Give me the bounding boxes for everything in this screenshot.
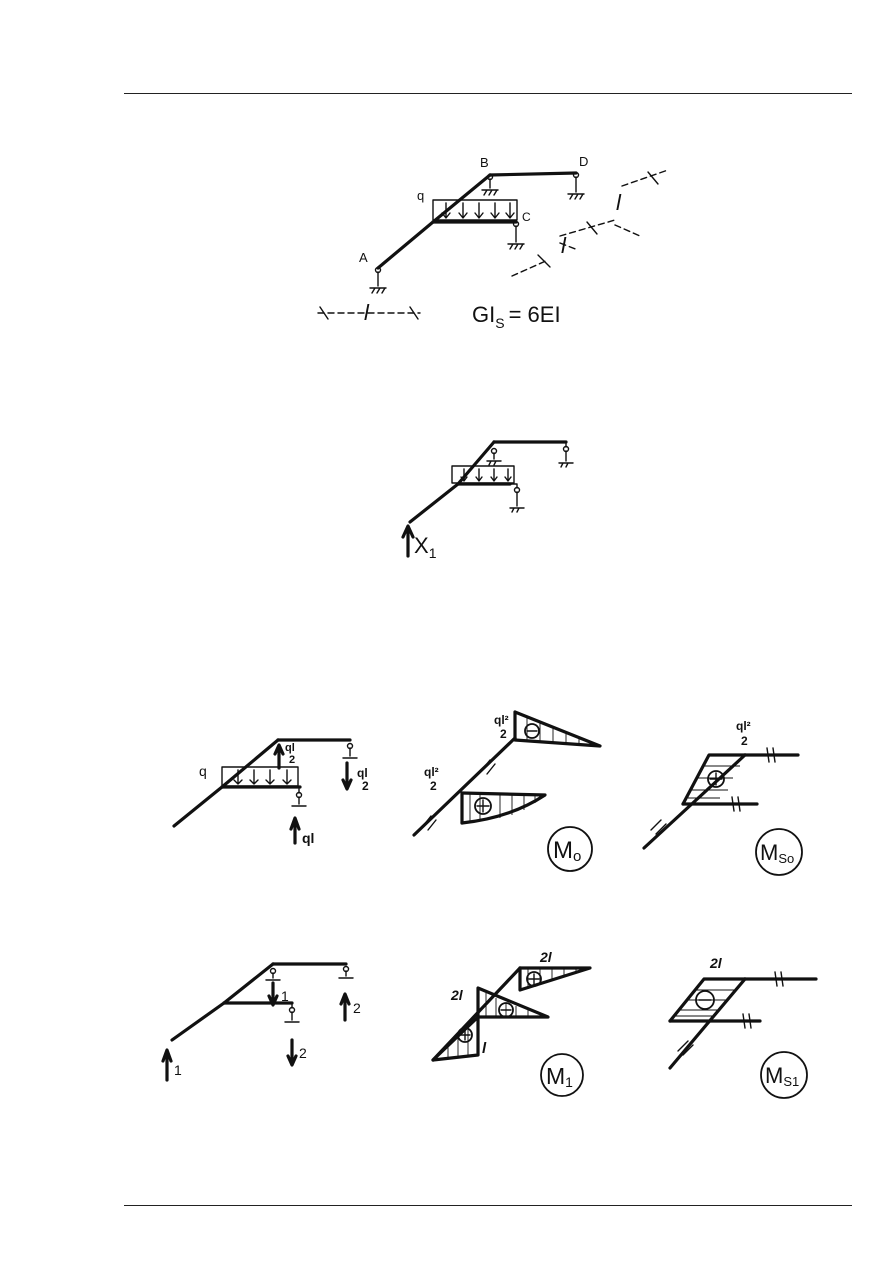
m1-left-value: 2l [450, 987, 464, 1003]
r4-force-1-left-label: 1 [174, 1062, 182, 1078]
stiffness-label: GIS= 6EI [472, 302, 561, 331]
label-b: B [480, 155, 489, 170]
m1-title-circle [540, 1053, 584, 1097]
r3-load-box [221, 766, 299, 787]
mso-shape [681, 753, 747, 806]
r3-reaction-top-den: 2 [289, 754, 295, 766]
label-a: A [359, 250, 368, 265]
mo-top-value-num: ql² [494, 713, 509, 727]
r3-load-arrows [233, 769, 292, 785]
mo-left-value-num: ql² [424, 765, 439, 779]
m1-title: M1 [546, 1063, 573, 1090]
mo-sign-plus [474, 797, 492, 815]
distributed-load-box [432, 199, 518, 221]
support-d [567, 171, 585, 200]
support-c [507, 220, 525, 250]
m1-plus-bottom-bars [459, 1029, 471, 1041]
mso-sign-plus [707, 770, 725, 788]
fig2-load-arrows [460, 468, 512, 482]
member-a-to-corner [376, 220, 435, 270]
mso-title-circle [755, 828, 803, 876]
r3-supports [291, 742, 358, 807]
m1-sign-plus-top [526, 971, 542, 987]
m1-bottom-value: l [482, 1040, 487, 1057]
footer-rule [124, 1205, 852, 1206]
mso-ticks [650, 747, 776, 835]
r3-reaction-bottom [289, 816, 301, 845]
m1-sign-plus-bottom [457, 1027, 473, 1043]
ms1-title: MS1 [765, 1063, 799, 1089]
r3-reaction-right [341, 761, 353, 791]
m1-sign-minus [498, 1002, 514, 1018]
r3-reaction-right-num: ql [357, 766, 368, 780]
dimension-lines [317, 169, 669, 320]
r3-reaction-right-den: 2 [362, 779, 369, 793]
mso-title: MSo [760, 840, 794, 866]
r3-member-diag-low [172, 785, 224, 828]
fig2-member-diag-low [408, 482, 460, 524]
r4-force-2-mid-label: 2 [299, 1045, 307, 1061]
mo-top-hatch [526, 717, 591, 746]
dim-l-mid: l [561, 233, 567, 258]
dim-l-bottom: l [364, 300, 370, 325]
m1-mid-triangle [476, 986, 550, 1019]
mo-title: Mo [553, 837, 581, 865]
mo-bottom-hatch [469, 794, 536, 822]
mo-left-value-den: 2 [430, 779, 437, 793]
r3-reaction-top [273, 743, 285, 770]
r4-force-1-left [161, 1048, 173, 1082]
support-b [481, 173, 499, 196]
r4-force-1-mid [267, 981, 279, 1007]
x1-arrow [401, 524, 415, 558]
m1-plus-top-bars [528, 973, 540, 985]
ms1-shape [668, 977, 747, 1023]
label-d: D [579, 154, 588, 169]
mo-top-value-den: 2 [500, 727, 507, 741]
m1-top-value: 2l [539, 949, 553, 965]
mo-title-circle [547, 826, 593, 872]
support-a [369, 266, 387, 294]
ms1-sign-minus [695, 990, 715, 1010]
mo-top-triangle [513, 710, 602, 748]
r4-member-diag-up [222, 962, 275, 1005]
load-arrows [441, 202, 515, 219]
m1-bottom-triangle [431, 1015, 480, 1062]
member-b-to-d [488, 171, 578, 177]
ms1-top-value: 2l [709, 955, 723, 971]
r4-force-2-mid [286, 1038, 298, 1067]
header-rule [124, 93, 852, 94]
x1-label: X1 [414, 533, 437, 561]
mso-hatch [688, 765, 740, 799]
mo-tick-top [481, 759, 496, 775]
r4-member-diag-low [170, 1001, 226, 1042]
fig2-load-box [451, 465, 515, 484]
mo-bottom-shape [460, 791, 547, 825]
mo-member-diag [412, 736, 517, 837]
ms1-ticks [677, 971, 784, 1056]
ms1-title-circle [760, 1051, 808, 1099]
label-c: C [522, 210, 531, 224]
mo-tick-bottom [422, 815, 437, 831]
mso-value-den: 2 [741, 734, 748, 748]
r4-force-2-right [339, 992, 351, 1022]
r4-supports [265, 965, 354, 1023]
r3-q-label: q [199, 763, 207, 779]
r3-member-diag-up [220, 738, 280, 789]
r3-reaction-top-num: ql [285, 742, 295, 754]
r4-force-2-right-label: 2 [353, 1000, 361, 1016]
m1-top-triangle [518, 966, 592, 992]
r3-reaction-bottom-label: ql [302, 830, 314, 846]
mso-value-num: ql² [736, 719, 751, 733]
ms1-member-diag [668, 977, 747, 1070]
dim-l-top: l [616, 190, 622, 215]
mso-plus-bars [709, 772, 723, 786]
mo-plus-bars [476, 799, 490, 813]
mo-sign-minus [524, 723, 540, 739]
label-q: q [417, 188, 424, 203]
fig2-supports [486, 442, 574, 513]
mso-member-diag [642, 753, 747, 850]
r4-force-1-mid-label: 1 [281, 988, 289, 1004]
